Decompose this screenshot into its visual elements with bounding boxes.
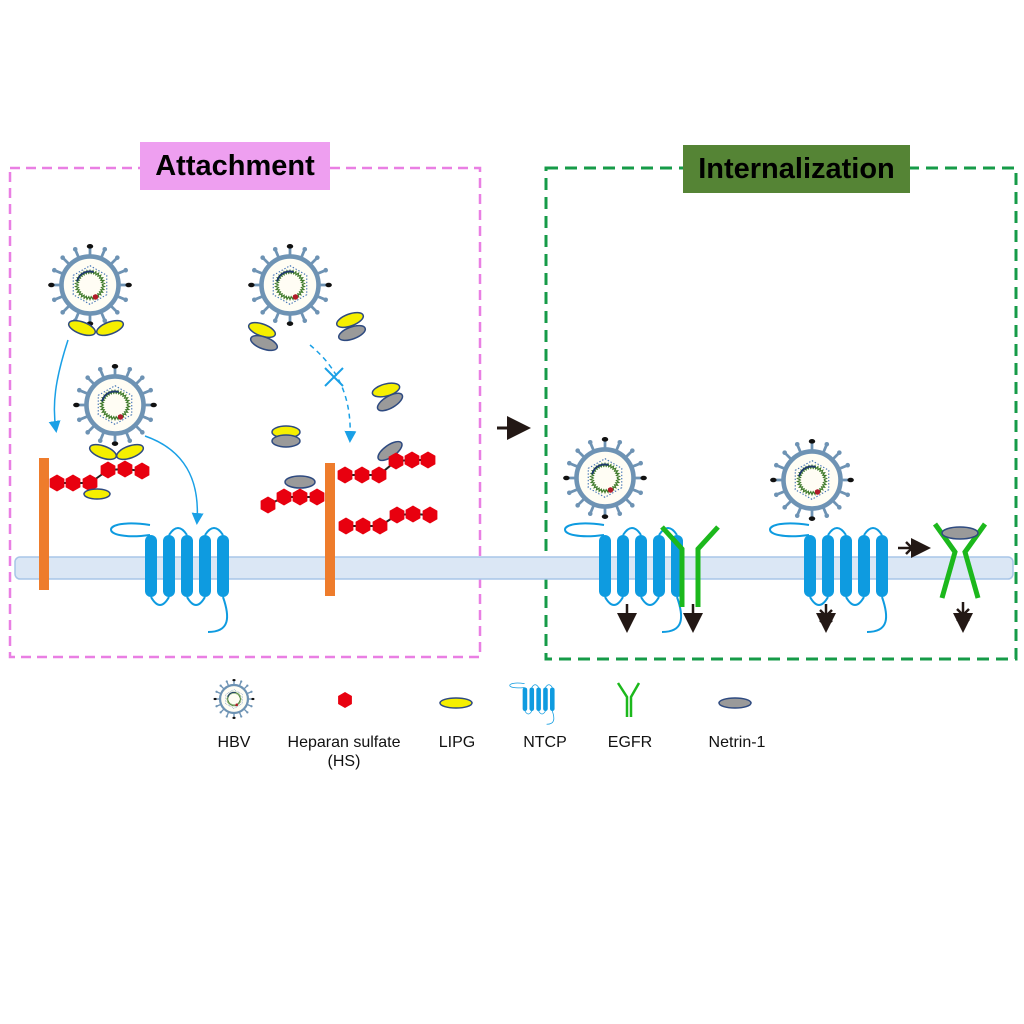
heparan-sulfate-unit bbox=[338, 517, 354, 535]
heparan-sulfate-unit bbox=[388, 452, 404, 470]
heparan-sulfate-unit bbox=[292, 488, 308, 506]
x-mark-icon bbox=[956, 608, 970, 622]
legend-label-lipg: LIPG bbox=[438, 734, 476, 751]
heparan-sulfate-unit bbox=[355, 517, 371, 535]
ntcp-receptor bbox=[564, 522, 683, 633]
netrin-1-icon bbox=[941, 526, 979, 540]
hbv-virion-icon bbox=[73, 364, 157, 446]
heparan-sulfate-unit bbox=[117, 460, 133, 478]
proteoglycan-core bbox=[39, 458, 49, 590]
heparan-sulfate-unit bbox=[354, 466, 370, 484]
blocked-internalization-arrow bbox=[816, 604, 836, 633]
legend-label-ntcp: NTCP bbox=[523, 734, 567, 751]
heparan-sulfate-unit bbox=[404, 451, 420, 469]
hbv-virion-icon bbox=[770, 439, 854, 521]
heparan-sulfate-unit bbox=[371, 466, 387, 484]
legend-label-hs: Heparan sulfate (HS) bbox=[274, 733, 414, 771]
blocked-internalization-arrow bbox=[953, 602, 973, 633]
legend-hbv-icon bbox=[213, 678, 255, 720]
heparan-sulfate-unit bbox=[260, 496, 276, 514]
cell-membrane bbox=[14, 556, 1014, 580]
attachment-title: Attachment bbox=[140, 142, 330, 190]
heparan-sulfate-unit bbox=[82, 474, 98, 492]
legend-egfr-icon bbox=[616, 682, 641, 717]
ntcp-receptor bbox=[769, 522, 888, 633]
heparan-sulfate-unit bbox=[389, 506, 405, 524]
lipg-icon bbox=[335, 311, 365, 329]
legend-hs-icon bbox=[338, 692, 352, 708]
heparan-sulfate-unit bbox=[372, 517, 388, 535]
netrin-1-icon bbox=[337, 324, 367, 342]
netrin-1-icon bbox=[284, 475, 316, 489]
legend-netrin-1-icon bbox=[718, 697, 752, 709]
hbv-virion-icon bbox=[48, 244, 132, 326]
ntcp-receptor bbox=[110, 522, 229, 633]
heparan-sulfate-unit bbox=[337, 466, 353, 484]
hbv-virion-icon bbox=[248, 244, 332, 326]
x-mark-icon bbox=[324, 367, 344, 387]
heparan-sulfate-unit bbox=[134, 462, 150, 480]
proteoglycan-core bbox=[325, 463, 335, 596]
binding-arrow bbox=[144, 435, 204, 525]
heparan-sulfate-unit bbox=[405, 505, 421, 523]
heparan-sulfate-unit bbox=[65, 474, 81, 492]
netrin-1-icon bbox=[271, 434, 301, 448]
lipg-icon bbox=[67, 319, 97, 337]
legend-label-hs-sub: (HS) bbox=[327, 753, 361, 770]
x-mark-icon bbox=[905, 541, 919, 555]
heparan-sulfate-unit bbox=[100, 461, 116, 479]
hbv-virion-icon bbox=[563, 437, 647, 519]
legend-label-hbv: HBV bbox=[217, 734, 251, 751]
blocked-attachment-arrow bbox=[309, 344, 357, 443]
x-mark-icon bbox=[819, 609, 833, 623]
lipg-icon bbox=[115, 443, 145, 461]
legend-label-hs-main: Heparan sulfate bbox=[287, 734, 401, 751]
lipg-icon bbox=[95, 319, 125, 337]
heparan-sulfate-unit bbox=[422, 506, 438, 524]
lipg-icon bbox=[83, 488, 111, 500]
heparan-sulfate-unit bbox=[309, 488, 325, 506]
netrin-1-icon bbox=[249, 334, 279, 352]
internalization-title: Internalization bbox=[683, 145, 910, 193]
heparan-sulfate-unit bbox=[49, 474, 65, 492]
netrin-1-icon bbox=[376, 392, 404, 412]
attachment-arrow bbox=[48, 339, 69, 433]
heparan-sulfate-unit bbox=[276, 488, 292, 506]
blocked-interaction-arrow bbox=[898, 538, 931, 558]
legend-lipg-icon bbox=[439, 697, 473, 709]
egfr-receptor bbox=[660, 525, 720, 607]
legend-label-netrin: Netrin-1 bbox=[708, 734, 766, 751]
heparan-sulfate-unit bbox=[420, 451, 436, 469]
legend-ntcp-icon bbox=[509, 682, 555, 725]
legend-label-egfr: EGFR bbox=[607, 734, 653, 751]
attachment-panel-border bbox=[8, 166, 482, 659]
